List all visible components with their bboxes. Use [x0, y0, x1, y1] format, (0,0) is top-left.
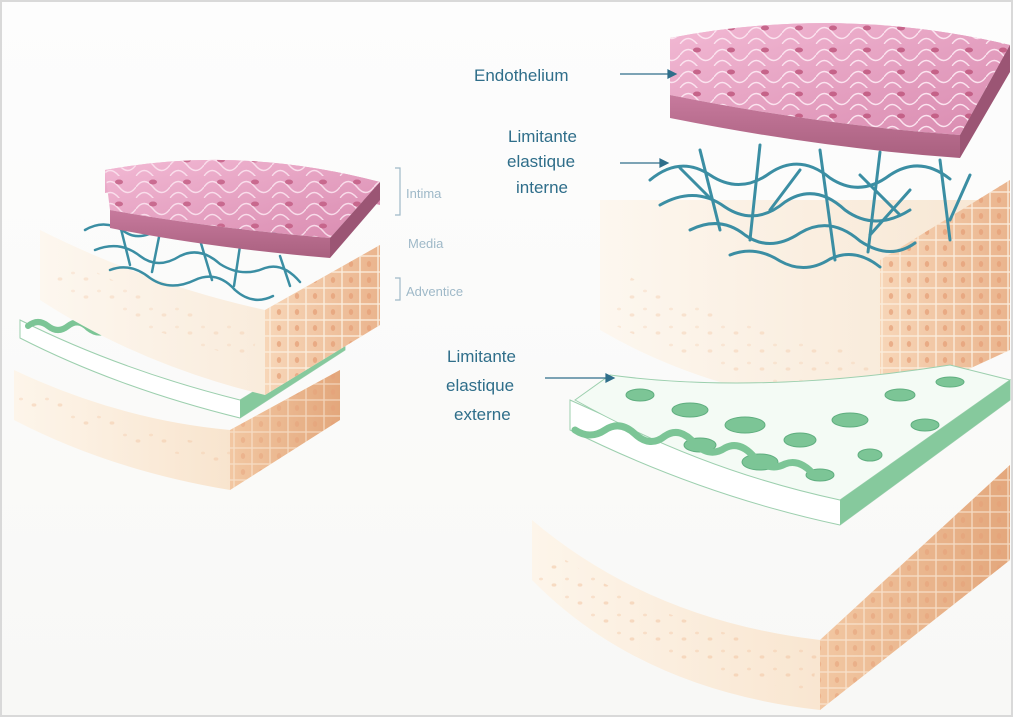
label-intima: Intima [406, 186, 442, 201]
label-lee-line1: Limitante [447, 347, 516, 366]
label-endothelium: Endothelium [474, 66, 569, 85]
label-adventice: Adventice [406, 284, 463, 299]
layer-brackets [395, 168, 400, 300]
label-media: Media [408, 236, 444, 251]
small-artery-section [14, 160, 400, 490]
large-endothelium [670, 23, 1010, 158]
label-lee-line2: elastique [446, 376, 514, 395]
large-external-elastic [570, 365, 1010, 525]
large-artery-section [532, 23, 1010, 710]
label-lei-line2: elastique [507, 152, 575, 171]
small-endothelium [105, 160, 380, 258]
label-lei-line1: Limitante [508, 127, 577, 146]
label-lee-line3: externe [454, 405, 511, 424]
label-lei-line3: interne [516, 178, 568, 197]
